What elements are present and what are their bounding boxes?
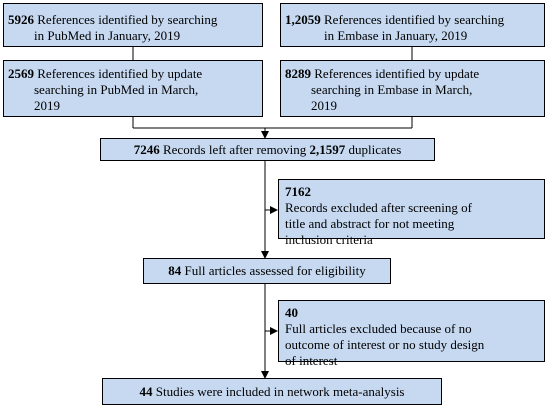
records-left-box: 7246 Records left after removing 2,1597 … <box>100 138 435 161</box>
embase-march-count: 8289 <box>285 66 311 81</box>
pubmed-march-count: 2569 <box>8 66 34 81</box>
records-left-text-2: duplicates <box>348 141 402 157</box>
full-articles-assessed-text: Full articles assessed for eligibility <box>184 263 366 278</box>
pubmed-march-text-2: searching in PubMed in March, <box>34 82 199 97</box>
pubmed-march-text-1: References identified by update <box>37 66 203 81</box>
records-left-text-1: Records left after removing <box>162 141 307 157</box>
pubmed-january-box: 5926 References identified by searching … <box>3 3 263 47</box>
full-articles-assessed-count: 84 <box>168 263 182 278</box>
excluded-full-articles-box: 40 Full articles excluded because of no … <box>278 300 545 368</box>
records-left-count: 7246 <box>133 141 160 157</box>
excluded-screening-count: 7162 <box>285 184 311 199</box>
embase-march-text-3: 2019 <box>311 98 337 113</box>
pubmed-january-text-2: in PubMed in January, 2019 <box>34 28 181 43</box>
excluded-screening-text-2: title and abstract for not meeting <box>285 216 455 231</box>
studies-included-text: Studies were included in network meta-an… <box>155 383 405 399</box>
studies-included-count: 44 <box>139 383 153 399</box>
full-articles-assessed-box: 84 Full articles assessed for eligibilit… <box>143 258 391 284</box>
excluded-full-articles-text-1: Full articles excluded because of no <box>285 321 472 336</box>
pubmed-march-text-3: 2019 <box>34 98 60 113</box>
embase-march-text-2: searching in Embase in March, <box>311 82 473 97</box>
embase-january-box: 1,2059 References identified by searchin… <box>280 3 545 47</box>
excluded-full-articles-count: 40 <box>285 305 298 320</box>
pubmed-january-count: 5926 <box>8 12 34 27</box>
excluded-screening-text-3: inclusion criteria <box>285 232 373 247</box>
duplicates-count: 2,1597 <box>309 141 346 157</box>
embase-march-box: 8289 References identified by update sea… <box>280 60 545 117</box>
embase-january-text-1: References identified by searching <box>324 12 505 27</box>
excluded-full-articles-text-3: of interest <box>285 353 338 368</box>
pubmed-march-box: 2569 References identified by update sea… <box>3 60 263 117</box>
embase-january-text-2: in Embase in January, 2019 <box>324 28 468 43</box>
excluded-screening-box: 7162 Records excluded after screening of… <box>278 179 545 247</box>
pubmed-january-text-1: References identified by searching <box>37 12 218 27</box>
studies-included-box: 44 Studies were included in network meta… <box>102 378 442 405</box>
excluded-full-articles-text-2: outcome of interest or no study design <box>285 337 485 352</box>
excluded-screening-text-1: Records excluded after screening of <box>285 200 472 215</box>
embase-march-text-1: References identified by update <box>314 66 480 81</box>
embase-january-count: 1,2059 <box>285 12 321 27</box>
